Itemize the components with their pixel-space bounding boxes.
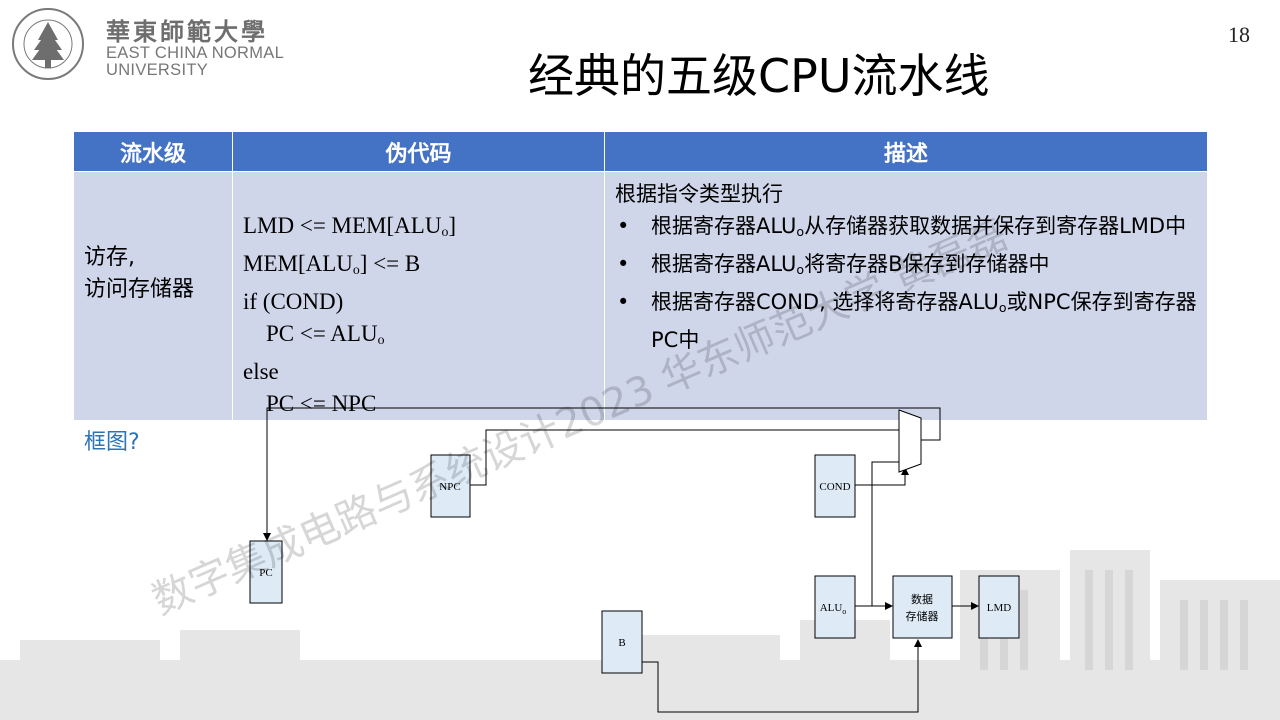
table-row: 访存, 访问存储器 LMD <= MEM[ALUo] MEM[ALUo] <= … bbox=[73, 171, 1208, 421]
lmd-register bbox=[978, 575, 1020, 639]
cond-label: COND bbox=[819, 481, 850, 493]
bullet-icon: • bbox=[617, 290, 630, 314]
university-seal-icon bbox=[12, 8, 84, 80]
mux-block bbox=[898, 409, 922, 473]
page-number: 18 bbox=[1228, 22, 1250, 47]
npc-register bbox=[430, 454, 471, 518]
memory-stage-block-diagram: NPC COND PC ALUo B 数据 存储器 LMD bbox=[249, 407, 1020, 713]
description-intro: 根据指令类型执行 bbox=[615, 182, 783, 206]
slide-title: 经典的五级CPU流水线 bbox=[528, 49, 990, 103]
wire-npc-to-mux bbox=[470, 426, 918, 486]
logo-chinese-name: 華東師範大學 bbox=[106, 17, 268, 46]
pipeline-stage-table: 流水级 伪代码 描述 访存, 访问存储器 LMD <= MEM[ALUo] ME… bbox=[73, 131, 1208, 421]
bullet-icon: • bbox=[617, 214, 630, 238]
pseudocode-cell: LMD <= MEM[ALUo] MEM[ALUo] <= B if (COND… bbox=[232, 171, 605, 421]
bullet-icon: • bbox=[617, 252, 630, 276]
lmd-label: LMD bbox=[987, 602, 1012, 614]
header-description: 描述 bbox=[604, 131, 1208, 172]
code-line-4: PC <= ALUo bbox=[266, 321, 385, 347]
b-register bbox=[601, 610, 643, 674]
cond-register bbox=[814, 454, 856, 518]
table-header-row: 流水级 伪代码 描述 bbox=[73, 131, 1208, 172]
logo-english-name-line1: EAST CHINA NORMAL bbox=[106, 44, 285, 62]
stage-cell: 访存, 访问存储器 bbox=[73, 171, 233, 421]
wire-cond-to-mux bbox=[855, 467, 909, 486]
wire-b-to-memory bbox=[642, 639, 922, 713]
diagram-label: 框图? bbox=[84, 430, 140, 455]
stage-name-line2: 访问存储器 bbox=[84, 277, 195, 302]
description-cell: 根据指令类型执行 •根据寄存器ALUo从存储器获取数据并保存到寄存器LMD中 •… bbox=[604, 171, 1208, 421]
stage-name-line1: 访存, bbox=[84, 245, 135, 270]
memory-label-line1: 数据 bbox=[911, 592, 933, 606]
code-line-3: if (COND) bbox=[243, 289, 344, 314]
header-pseudocode: 伪代码 bbox=[232, 131, 605, 172]
description-list: •根据寄存器ALUo从存储器获取数据并保存到寄存器LMD中 •根据寄存器ALUo… bbox=[615, 210, 1201, 356]
data-memory-block bbox=[892, 575, 953, 639]
code-line-5: else bbox=[243, 359, 279, 384]
alu-output-register bbox=[814, 575, 856, 639]
code-line-2: MEM[ALUo] <= B bbox=[243, 251, 421, 277]
list-item: •根据寄存器ALUo将寄存器B保存到存储器中 bbox=[615, 248, 1201, 286]
alu-label: ALUo bbox=[820, 602, 847, 616]
logo-english-name-line2: UNIVERSITY bbox=[106, 61, 209, 79]
code-line-1: LMD <= MEM[ALUo] bbox=[243, 213, 457, 239]
header-stage: 流水级 bbox=[73, 131, 233, 172]
memory-label-line2: 存储器 bbox=[906, 609, 939, 623]
b-label: B bbox=[618, 637, 625, 649]
list-item: •根据寄存器ALUo从存储器获取数据并保存到寄存器LMD中 bbox=[615, 210, 1201, 248]
university-logo: 華東師範大學 EAST CHINA NORMAL UNIVERSITY bbox=[10, 6, 300, 82]
npc-label: NPC bbox=[439, 481, 460, 493]
wire-mux-to-pc bbox=[263, 407, 941, 541]
pc-label: PC bbox=[259, 567, 272, 579]
code-line-6: PC <= NPC bbox=[266, 391, 377, 416]
list-item: •根据寄存器COND, 选择将寄存器ALUo或NPC保存到寄存器PC中 bbox=[615, 286, 1201, 356]
pc-register bbox=[249, 540, 283, 604]
